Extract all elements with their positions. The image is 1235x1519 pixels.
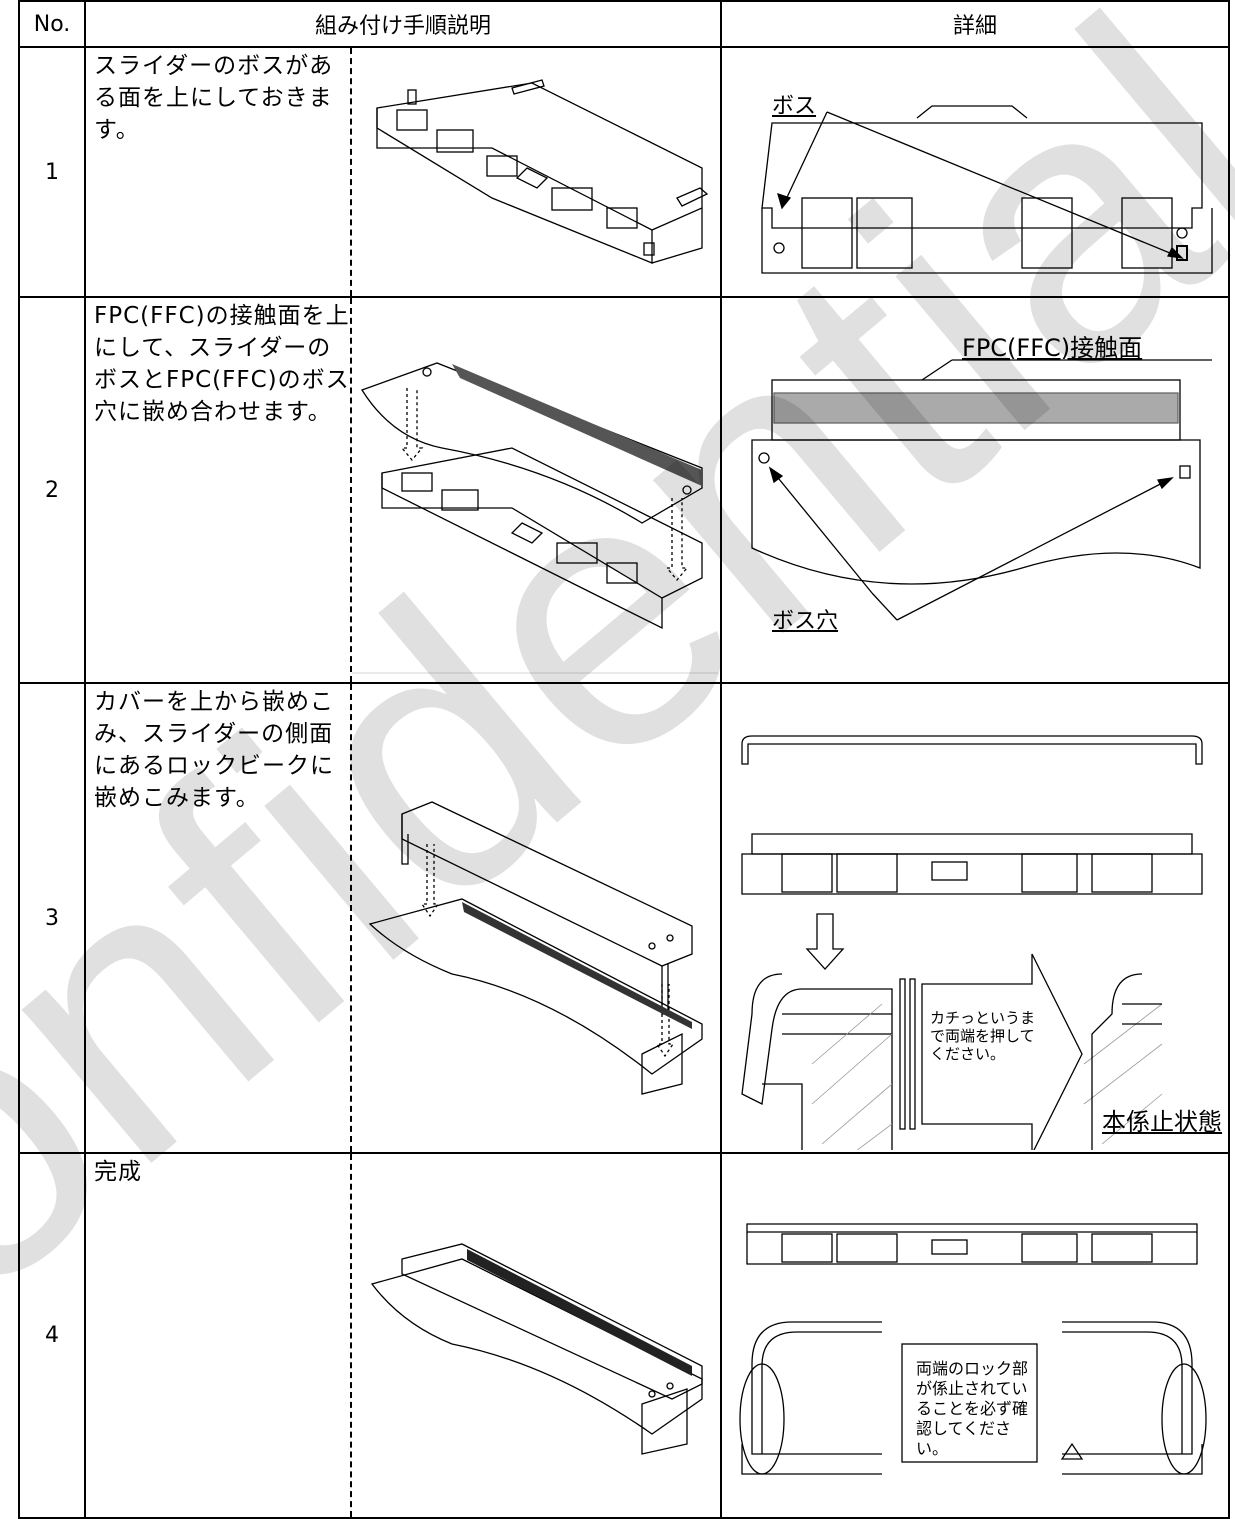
step-row-2: 2 FPC(FFC)の接触面を上にして、スライダーのボスとFPC(FFC)のボス… [18, 296, 1231, 684]
step-row-3: 3 カバーを上から嵌めこみ、スライダーの側面にあるロックビークに嵌めこみます。 [18, 682, 1231, 1154]
locked-state-view [739, 1223, 1207, 1475]
step-row-1: 1 スライダーのボスがある面を上にしておきます。 ボ [18, 46, 1231, 298]
completed-assembly-illustration [370, 1243, 703, 1455]
step-description: FPC(FFC)の接触面を上にして、スライダーのボスとFPC(FFC)のボス穴に… [84, 296, 352, 684]
step-description: カバーを上から嵌めこみ、スライダーの側面にあるロックビークに嵌めこみます。 [84, 682, 352, 1154]
step-number: 2 [18, 296, 86, 684]
step-number: 1 [18, 46, 86, 298]
press-instruction-note: カチっというまで両端を押してください。 [930, 1009, 1036, 1063]
fpc-slider-illustration [352, 362, 718, 674]
boss-hole-label: ボス穴 [772, 609, 839, 634]
locked-state-label: 本係止状態 [1102, 1108, 1223, 1136]
step-detail: ボス [720, 46, 1231, 298]
step-detail: FPC(FFC)接触面 ボス穴 [720, 296, 1231, 684]
step-row-4: 4 完成 [18, 1152, 1231, 1519]
step-illustration [351, 46, 723, 298]
contact-surface-label: FPC(FFC)接触面 [962, 334, 1143, 362]
lock-check-note: 両端のロック部が係止されていることを必ず確認してください。 [916, 1359, 1029, 1458]
header-row: No. 組み付け手順説明 詳細 [18, 0, 1231, 48]
step-illustration [351, 1152, 723, 1519]
assembly-steps-table: No. 組み付け手順説明 詳細 1 スライダーのボスがある面を上にしておきます。 [18, 0, 1231, 1519]
step-detail: 両端のロック部が係止されていることを必ず確認してください。 [720, 1152, 1231, 1519]
step-illustration [351, 296, 723, 684]
header-procedure: 組み付け手順説明 [83, 0, 723, 48]
boss-label: ボス [772, 94, 817, 119]
step-detail: カチっというまで両端を押してください。 本係止状態 [720, 682, 1231, 1154]
step-description: 完成 [84, 1152, 352, 1519]
fpc-detail-view [751, 359, 1213, 621]
step-number: 4 [18, 1152, 86, 1519]
step-illustration [351, 682, 723, 1154]
step-description: スライダーのボスがある面を上にしておきます。 [84, 46, 352, 298]
header-detail: 詳細 [720, 0, 1231, 48]
slider-front-view [761, 105, 1213, 274]
step-number: 3 [18, 682, 86, 1154]
lock-sequence-view [741, 735, 1203, 1150]
slider-illustration [376, 79, 709, 264]
cover-fpc-illustration [368, 801, 703, 1095]
header-no: No. [18, 0, 86, 48]
